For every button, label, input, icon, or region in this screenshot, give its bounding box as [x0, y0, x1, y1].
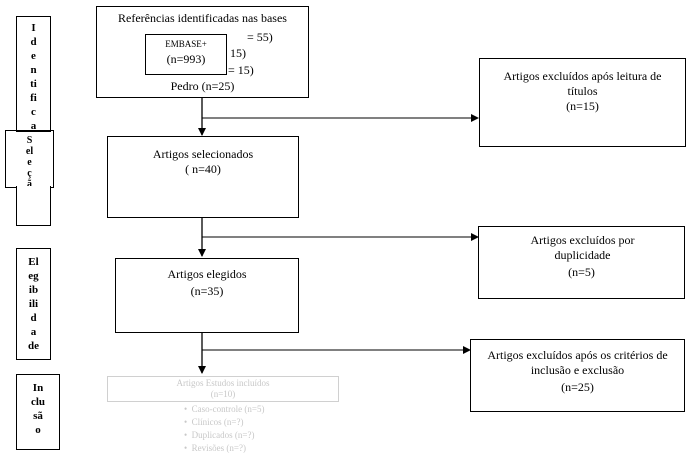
eligible-title: Artigos elegidos: [167, 267, 247, 281]
identified-references-box: Referências identificadas nas bases = 55…: [96, 6, 309, 98]
identified-pedro: Pedro (n=25): [170, 79, 235, 93]
stage-identificacao: I d e n ti fi c a: [16, 16, 51, 132]
embase-count: (n=993): [166, 52, 206, 66]
embase-label: EMBASE+: [165, 39, 207, 49]
stage-selecao-lower: [16, 186, 51, 226]
stage-inclusao: In clu sã o: [16, 374, 60, 450]
identified-line-3: = 15): [228, 63, 254, 77]
excluded-duplicates-text: Artigos excluídos por duplicidade: [530, 233, 635, 262]
excluded-titles-box: Artigos excluídos após leitura de título…: [479, 58, 686, 147]
eligible-articles-box: Artigos elegidos (n=35): [115, 258, 299, 333]
stage-elegibilidade: El eg ib ili d a de: [16, 248, 51, 360]
embase-box: EMBASE+ (n=993): [145, 34, 227, 75]
excluded-criteria-box: Artigos excluídos após os critérios de i…: [470, 339, 685, 412]
included-bullet-4: • Revisões (n=?): [184, 443, 246, 453]
selected-count: ( n=40): [185, 162, 221, 176]
included-bullet-2: • Clínicos (n=?): [184, 417, 244, 427]
selected-title: Artigos selecionados: [152, 147, 254, 161]
excluded-criteria-count: (n=25): [561, 380, 594, 394]
excluded-duplicates-count: (n=5): [568, 265, 595, 279]
bullet-marker: •: [184, 443, 192, 453]
included-bullet-1: • Caso-controle (n=5): [184, 404, 265, 414]
identified-line-2: 15): [230, 46, 246, 60]
identified-title: Referências identificadas nas bases: [118, 11, 287, 25]
selected-articles-box: Artigos selecionados ( n=40): [107, 136, 299, 218]
excluded-titles-count: (n=15): [566, 99, 599, 113]
included-title: Artigos Estudos incluídos: [176, 378, 270, 388]
identified-line-1: = 55): [247, 30, 273, 44]
bullet-marker: •: [184, 430, 192, 440]
included-bullet-3: • Duplicados (n=?): [184, 430, 255, 440]
excluded-duplicates-box: Artigos excluídos por duplicidade (n=5): [478, 226, 685, 299]
bullet-marker: •: [184, 417, 192, 427]
excluded-criteria-text: Artigos excluídos após os critérios de i…: [487, 348, 668, 377]
included-studies-box: Artigos Estudos incluídos (n=10): [107, 376, 339, 402]
eligible-count: (n=35): [190, 284, 224, 298]
included-count: (n=10): [210, 389, 236, 399]
bullet-marker: •: [184, 404, 192, 414]
excluded-titles-text: Artigos excluídos após leitura de título…: [503, 69, 662, 98]
stage-selecao: S el e ç ã o: [5, 130, 54, 188]
